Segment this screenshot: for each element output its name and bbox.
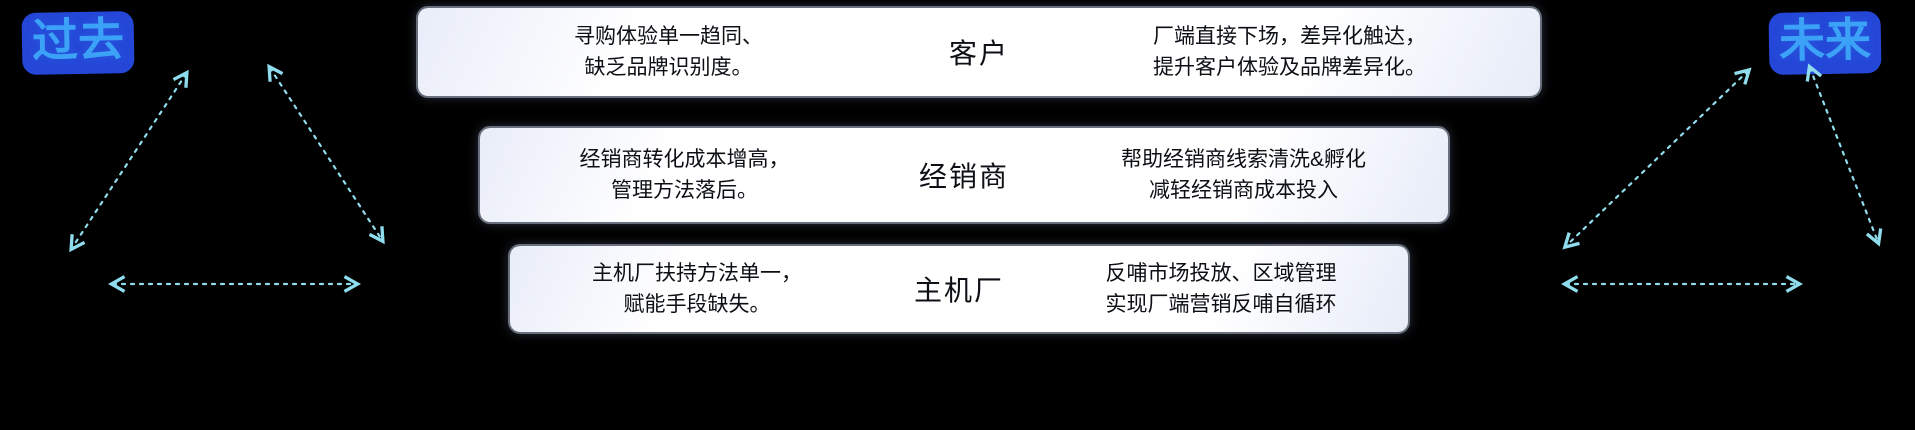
double-headed-arrow-icon: [1810, 68, 1878, 242]
double-headed-arrow-icon: [1566, 71, 1748, 246]
dealer-role-label: 经销商: [919, 161, 1010, 192]
oem-past-text: 主机厂扶持方法单一， 赋能手段缺失。: [592, 261, 802, 317]
right-relation-triangle-icon: [1548, 56, 1908, 316]
customer-row: 寻购体验单一趋同、 缺乏品牌识别度。 客户 厂端直接下场，差异化触达， 提升客户…: [418, 8, 1540, 96]
customer-future-text: 厂端直接下场，差异化触达， 提升客户体验及品牌差异化。: [1153, 24, 1427, 80]
oem-row: 主机厂扶持方法单一， 赋能手段缺失。 主机厂 反哺市场投放、区域管理 实现厂端营…: [510, 246, 1408, 332]
left-relation-triangle-icon: [58, 56, 478, 316]
double-headed-arrow-icon: [72, 74, 186, 248]
double-headed-arrow-icon: [270, 68, 382, 240]
dealer-past-text: 经销商转化成本增高， 管理方法落后。: [579, 147, 790, 203]
oem-future-text: 反哺市场投放、区域管理 实现厂端营销反哺自循环: [1105, 261, 1337, 317]
dealer-future-text: 帮助经销商线索清洗&孵化 减轻经销商成本投入: [1121, 147, 1367, 203]
dealer-row: 经销商转化成本增高， 管理方法落后。 经销商 帮助经销商线索清洗&孵化 减轻经销…: [480, 128, 1448, 222]
customer-role-label: 客户: [949, 38, 1010, 69]
oem-role-label: 主机厂: [914, 275, 1005, 306]
customer-past-text: 寻购体验单一趋同、 缺乏品牌识别度。: [574, 24, 763, 80]
